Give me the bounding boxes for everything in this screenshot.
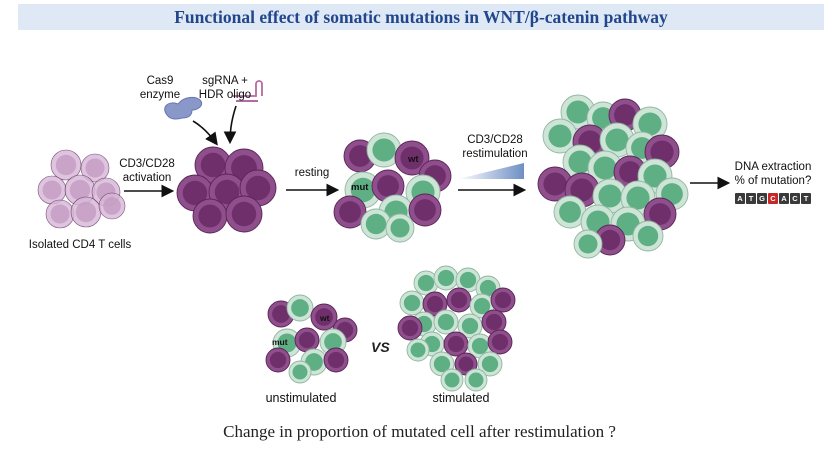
isolated-cells-label: Isolated CD4 T cells	[28, 239, 132, 251]
mutant-t-cell	[467, 333, 493, 359]
dna-base: T	[801, 193, 811, 204]
stimulated-label: stimulated	[432, 391, 490, 405]
dna-base: A	[779, 193, 789, 204]
cell-clusters	[37, 94, 689, 392]
unstimulated-label: unstimulated	[265, 391, 337, 405]
cas9-enzyme-icon	[164, 96, 203, 120]
mutant-t-cell	[399, 290, 425, 316]
activation-label-line1: CD3/CD28	[119, 158, 175, 170]
mutant-t-cell	[366, 132, 402, 168]
wt-t-cell	[265, 347, 291, 373]
mutant-t-cell	[455, 267, 481, 293]
dna-extraction-label-line2: % of mutation?	[734, 175, 812, 187]
dna-base: T	[746, 193, 756, 204]
activation-label-line2: activation	[122, 172, 172, 184]
activation-label: CD3/CD28 activation	[114, 157, 180, 185]
wt-t-cell	[422, 291, 448, 317]
wt-t-cell	[394, 140, 430, 176]
wt-t-cell	[481, 309, 507, 335]
wt-t-cell	[267, 300, 295, 328]
mutant-t-cell	[286, 294, 314, 322]
isolated-t-cell	[45, 199, 75, 229]
cas9-label-line1: Cas9	[146, 75, 174, 87]
mutant-t-cell	[440, 368, 464, 392]
cas9-label-line2: enzyme	[139, 89, 181, 101]
mutant-t-cell	[457, 313, 483, 339]
dna-extraction-label-line1: DNA extraction	[734, 161, 812, 173]
restimulation-label: CD3/CD28 restimulation	[451, 133, 539, 161]
vs-label: VS	[371, 339, 390, 355]
wt-label-small: wt	[320, 313, 330, 323]
wt-t-cell	[294, 327, 320, 353]
mutant-t-cell	[477, 351, 503, 377]
isolated-t-cell	[37, 175, 67, 205]
mutant-t-cell	[288, 360, 312, 384]
mutant-t-cell	[464, 368, 488, 392]
wt-t-cell	[408, 193, 442, 227]
dna-base: G	[757, 193, 767, 204]
isolated-t-cell	[70, 196, 102, 228]
mutant-t-cell	[560, 94, 596, 130]
wt-t-cell	[397, 315, 423, 341]
sgrna-label-line2: HDR oligo	[198, 89, 252, 101]
wt-t-cell	[487, 329, 513, 355]
dna-base: C	[768, 193, 778, 204]
wt-t-cell	[443, 331, 469, 357]
isolated-t-cell	[98, 192, 126, 220]
activated-t-cell	[192, 198, 228, 234]
mutant-t-cell	[413, 270, 439, 296]
sgrna-label-line1: sgRNA +	[202, 75, 248, 87]
cas9-label: Cas9 enzyme	[130, 74, 190, 102]
page-title: Functional effect of somatic mutations i…	[174, 7, 668, 27]
wt-t-cell	[613, 155, 647, 189]
mutant-t-cell	[620, 180, 656, 216]
wt-t-cell	[323, 347, 349, 373]
sgrna-hdr-oligo-icon	[232, 80, 263, 102]
mutant-t-cell	[406, 338, 430, 362]
cas9-arrow	[192, 120, 218, 146]
wt-t-cell	[490, 287, 516, 313]
wt-t-cell	[537, 166, 573, 202]
dna-base: C	[790, 193, 800, 204]
mutant-t-cell	[433, 309, 459, 335]
wt-t-cell	[594, 224, 626, 256]
isolated-t-cell	[80, 153, 110, 183]
wt-t-cell	[333, 195, 367, 229]
title-bar: Functional effect of somatic mutations i…	[18, 4, 824, 30]
mut-label: mut	[351, 182, 369, 193]
restimulation-label-line2: restimulation	[462, 148, 528, 160]
mutant-t-cell	[592, 178, 628, 214]
resting-label: resting	[294, 167, 330, 179]
wt-t-cell	[310, 303, 338, 331]
mutant-t-cell	[433, 265, 459, 291]
mutant-t-cell	[573, 229, 603, 259]
mut-label-small: mut	[272, 337, 288, 347]
mutant-t-cell	[385, 213, 415, 243]
wt-t-cell	[371, 169, 405, 203]
sgrna-arrow	[223, 105, 237, 145]
dna-extraction-label: DNA extraction % of mutation?	[724, 160, 822, 188]
dna-base: A	[735, 193, 745, 204]
activated-t-cell	[225, 195, 263, 233]
sgrna-label: sgRNA + HDR oligo	[190, 74, 260, 102]
restimulation-label-line1: CD3/CD28	[467, 134, 523, 146]
wt-t-cell	[446, 287, 472, 313]
caption: Change in proportion of mutated cell aft…	[223, 422, 616, 441]
isolated-t-cell	[50, 149, 82, 181]
mutant-t-cell	[542, 118, 578, 154]
wt-label: wt	[408, 154, 419, 165]
mutant-t-cell	[632, 220, 664, 252]
mutant-t-cell	[553, 195, 587, 229]
restimulation-ramp	[458, 163, 524, 179]
